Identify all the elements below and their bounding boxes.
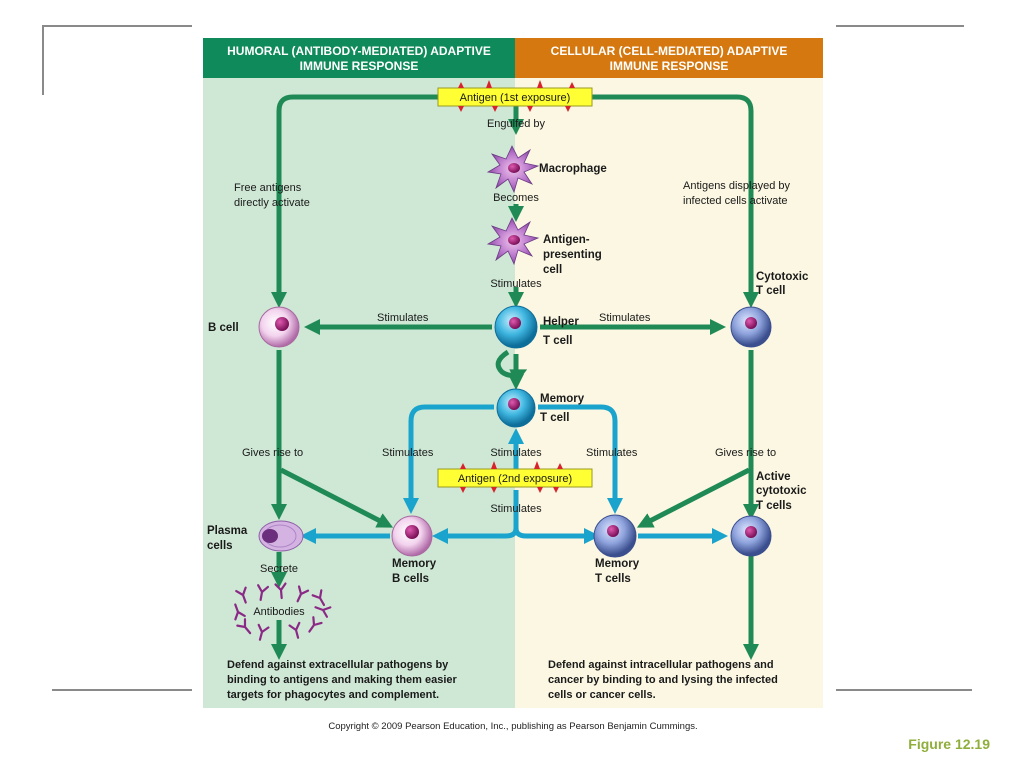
slide-frame-bottom-right <box>836 689 972 691</box>
humoral-outcome-line-3: targets for phagocytes and complement. <box>227 689 439 701</box>
memory-t-label-line-1: Memory <box>540 393 585 405</box>
humoral-panel-bg <box>203 38 515 708</box>
arrow-cytotoxic-to-memory-t-cells <box>636 467 751 528</box>
engulfed-by-label: Engulfed by <box>487 118 546 130</box>
stimulates-cytotoxic-label: Stimulates <box>599 312 651 324</box>
cellular-outcome-line-2: cancer by binding to and lysing the infe… <box>548 674 778 686</box>
memory-b-cells-label-line-1: Memory <box>392 558 437 570</box>
secrete-label: Secrete <box>260 563 298 575</box>
plasma-cells-label-line-1: Plasma <box>207 525 248 537</box>
antibodies-group <box>234 582 332 641</box>
active-cytotoxic-line-2: cytotoxic <box>756 485 807 497</box>
antigen-presenting-cell <box>486 217 540 266</box>
antigen-second-label: Antigen (2nd exposure) <box>458 473 572 485</box>
stimulates-memory-b-label: Stimulates <box>382 447 434 459</box>
cellular-outcome-line-3: cells or cancer cells. <box>548 689 656 701</box>
active-cytotoxic-line-1: Active <box>756 471 791 483</box>
slide-frame-left-vertical <box>42 25 44 95</box>
arrow-helper-self-loop <box>495 349 528 384</box>
helper-t-cell <box>494 305 538 349</box>
gives-rise-left-label: Gives rise to <box>242 447 303 459</box>
apc-label-line-1: Antigen- <box>543 234 590 246</box>
memory-b-cell <box>391 515 433 557</box>
antibodies-label: Antibodies <box>253 606 305 618</box>
arrow-memory-t-to-memory-b <box>402 404 494 515</box>
gives-rise-right-label: Gives rise to <box>715 447 776 459</box>
humoral-header-bar <box>203 38 515 78</box>
arrow-bcell-to-memory-b <box>279 467 394 528</box>
humoral-header-line-2: IMMUNE RESPONSE <box>300 59 419 73</box>
antigen-first-spikes <box>458 80 575 112</box>
cellular-header-bar <box>515 38 823 78</box>
stimulates-antigen2-label: Stimulates <box>490 503 542 515</box>
active-cytotoxic-line-3: T cells <box>756 500 792 512</box>
macrophage-label: Macrophage <box>539 163 607 175</box>
plasma-cell <box>258 520 304 552</box>
arrow-antigen-to-cytotoxic <box>592 94 760 309</box>
humoral-header-line-1: HUMORAL (ANTIBODY-MEDIATED) ADAPTIVE <box>227 44 491 58</box>
macrophage-cell <box>486 145 540 194</box>
slide-frame-bottom-left <box>52 689 192 691</box>
cytotoxic-t-label-line-1: Cytotoxic <box>756 271 809 283</box>
stimulates-memory-t-label: Stimulates <box>490 447 542 459</box>
humoral-outcome-line-2: binding to antigens and making them easi… <box>227 674 458 686</box>
b-cell <box>258 306 300 348</box>
cellular-header-line-2: IMMUNE RESPONSE <box>610 59 729 73</box>
apc-label-line-3: cell <box>543 264 562 276</box>
slide-frame-top-right <box>836 25 964 27</box>
arrow-antigen2-to-memory-t-cells <box>513 527 601 545</box>
stimulates-b-label: Stimulates <box>377 312 429 324</box>
antigens-displayed-line-1: Antigens displayed by <box>683 180 791 192</box>
helper-t-label-line-2: T cell <box>543 335 572 347</box>
cellular-panel-bg <box>515 38 823 708</box>
plasma-cells-label-line-2: cells <box>207 540 233 552</box>
free-antigens-line-2: directly activate <box>234 197 310 209</box>
humoral-outcome-line-1: Defend against extracellular pathogens b… <box>227 659 449 671</box>
memory-t-label-line-2: T cell <box>540 412 569 424</box>
figure-label: Figure 12.19 <box>908 736 990 752</box>
memory-b-cells-label-line-2: B cells <box>392 573 429 585</box>
arrow-antigen-to-bcell <box>270 94 440 309</box>
antigens-displayed-line-2: infected cells activate <box>683 195 788 207</box>
apc-label-line-2: presenting <box>543 249 602 261</box>
antigen-second-spikes <box>460 461 563 493</box>
memory-t-cells <box>593 514 637 558</box>
becomes-label: Becomes <box>493 192 539 204</box>
arrow-memory-t-to-memory-t-cells <box>538 404 624 515</box>
stimulates-apc-label: Stimulates <box>490 278 542 290</box>
cytotoxic-t-cell <box>730 306 772 348</box>
helper-t-label-line-1: Helper <box>543 316 579 328</box>
cellular-outcome-line-1: Defend against intracellular pathogens a… <box>548 659 774 671</box>
slide-frame-top-left <box>42 25 192 27</box>
antigen-first-label: Antigen (1st exposure) <box>460 92 571 104</box>
b-cell-label: B cell <box>208 322 239 334</box>
copyright-notice: Copyright © 2009 Pearson Education, Inc.… <box>328 721 698 732</box>
memory-t-cells-label-line-1: Memory <box>595 558 640 570</box>
cellular-header-line-1: CELLULAR (CELL-MEDIATED) ADAPTIVE <box>551 44 788 58</box>
free-antigens-line-1: Free antigens <box>234 182 302 194</box>
stimulates-memory-t-cells-label: Stimulates <box>586 447 638 459</box>
antigen-second-exposure: Antigen (2nd exposure) <box>437 461 593 493</box>
cytotoxic-t-label-line-2: T cell <box>756 285 785 297</box>
antigen-first-exposure: Antigen (1st exposure) <box>437 80 593 112</box>
active-cytotoxic-t-cell <box>730 515 772 557</box>
memory-t-cell <box>496 388 536 428</box>
memory-t-cells-label-line-2: T cells <box>595 573 631 585</box>
